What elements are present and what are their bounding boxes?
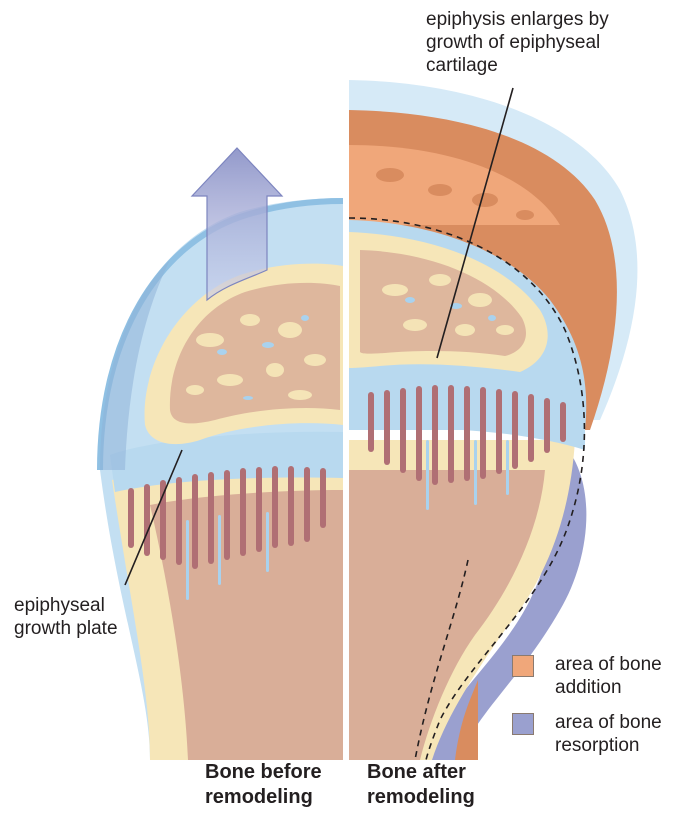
resorption-legend-text: area of bone resorption	[555, 711, 662, 757]
center-divider	[343, 60, 349, 780]
resorption-legend-line-1: area of bone	[555, 711, 662, 734]
caption-after: Bone after remodeling	[367, 760, 475, 810]
resorption-legend-line-2: resorption	[555, 734, 662, 757]
growth-plate-label: epiphyseal growth plate	[14, 594, 118, 640]
addition-swatch	[512, 655, 534, 677]
caption-before-line-2: remodeling	[205, 785, 322, 810]
addition-legend-line-2: addition	[555, 676, 662, 699]
epiphysis-enlarges-label: epiphysis enlarges by growth of epiphyse…	[426, 8, 609, 77]
epiphysis-label-line-2: growth of epiphyseal	[426, 31, 609, 54]
caption-before-line-1: Bone before	[205, 760, 322, 785]
epiphysis-label-line-1: epiphysis enlarges by	[426, 8, 609, 31]
caption-before: Bone before remodeling	[205, 760, 322, 810]
growth-plate-label-line-1: epiphyseal	[14, 594, 118, 617]
growth-plate-label-line-2: growth plate	[14, 617, 118, 640]
legend-item-resorption: area of bone resorption	[512, 711, 662, 757]
caption-after-line-1: Bone after	[367, 760, 475, 785]
addition-legend-line-1: area of bone	[555, 653, 662, 676]
caption-after-line-2: remodeling	[367, 785, 475, 810]
resorption-swatch	[512, 713, 534, 735]
epiphysis-label-line-3: cartilage	[426, 54, 609, 77]
addition-legend-text: area of bone addition	[555, 653, 662, 699]
legend-item-addition: area of bone addition	[512, 653, 662, 699]
